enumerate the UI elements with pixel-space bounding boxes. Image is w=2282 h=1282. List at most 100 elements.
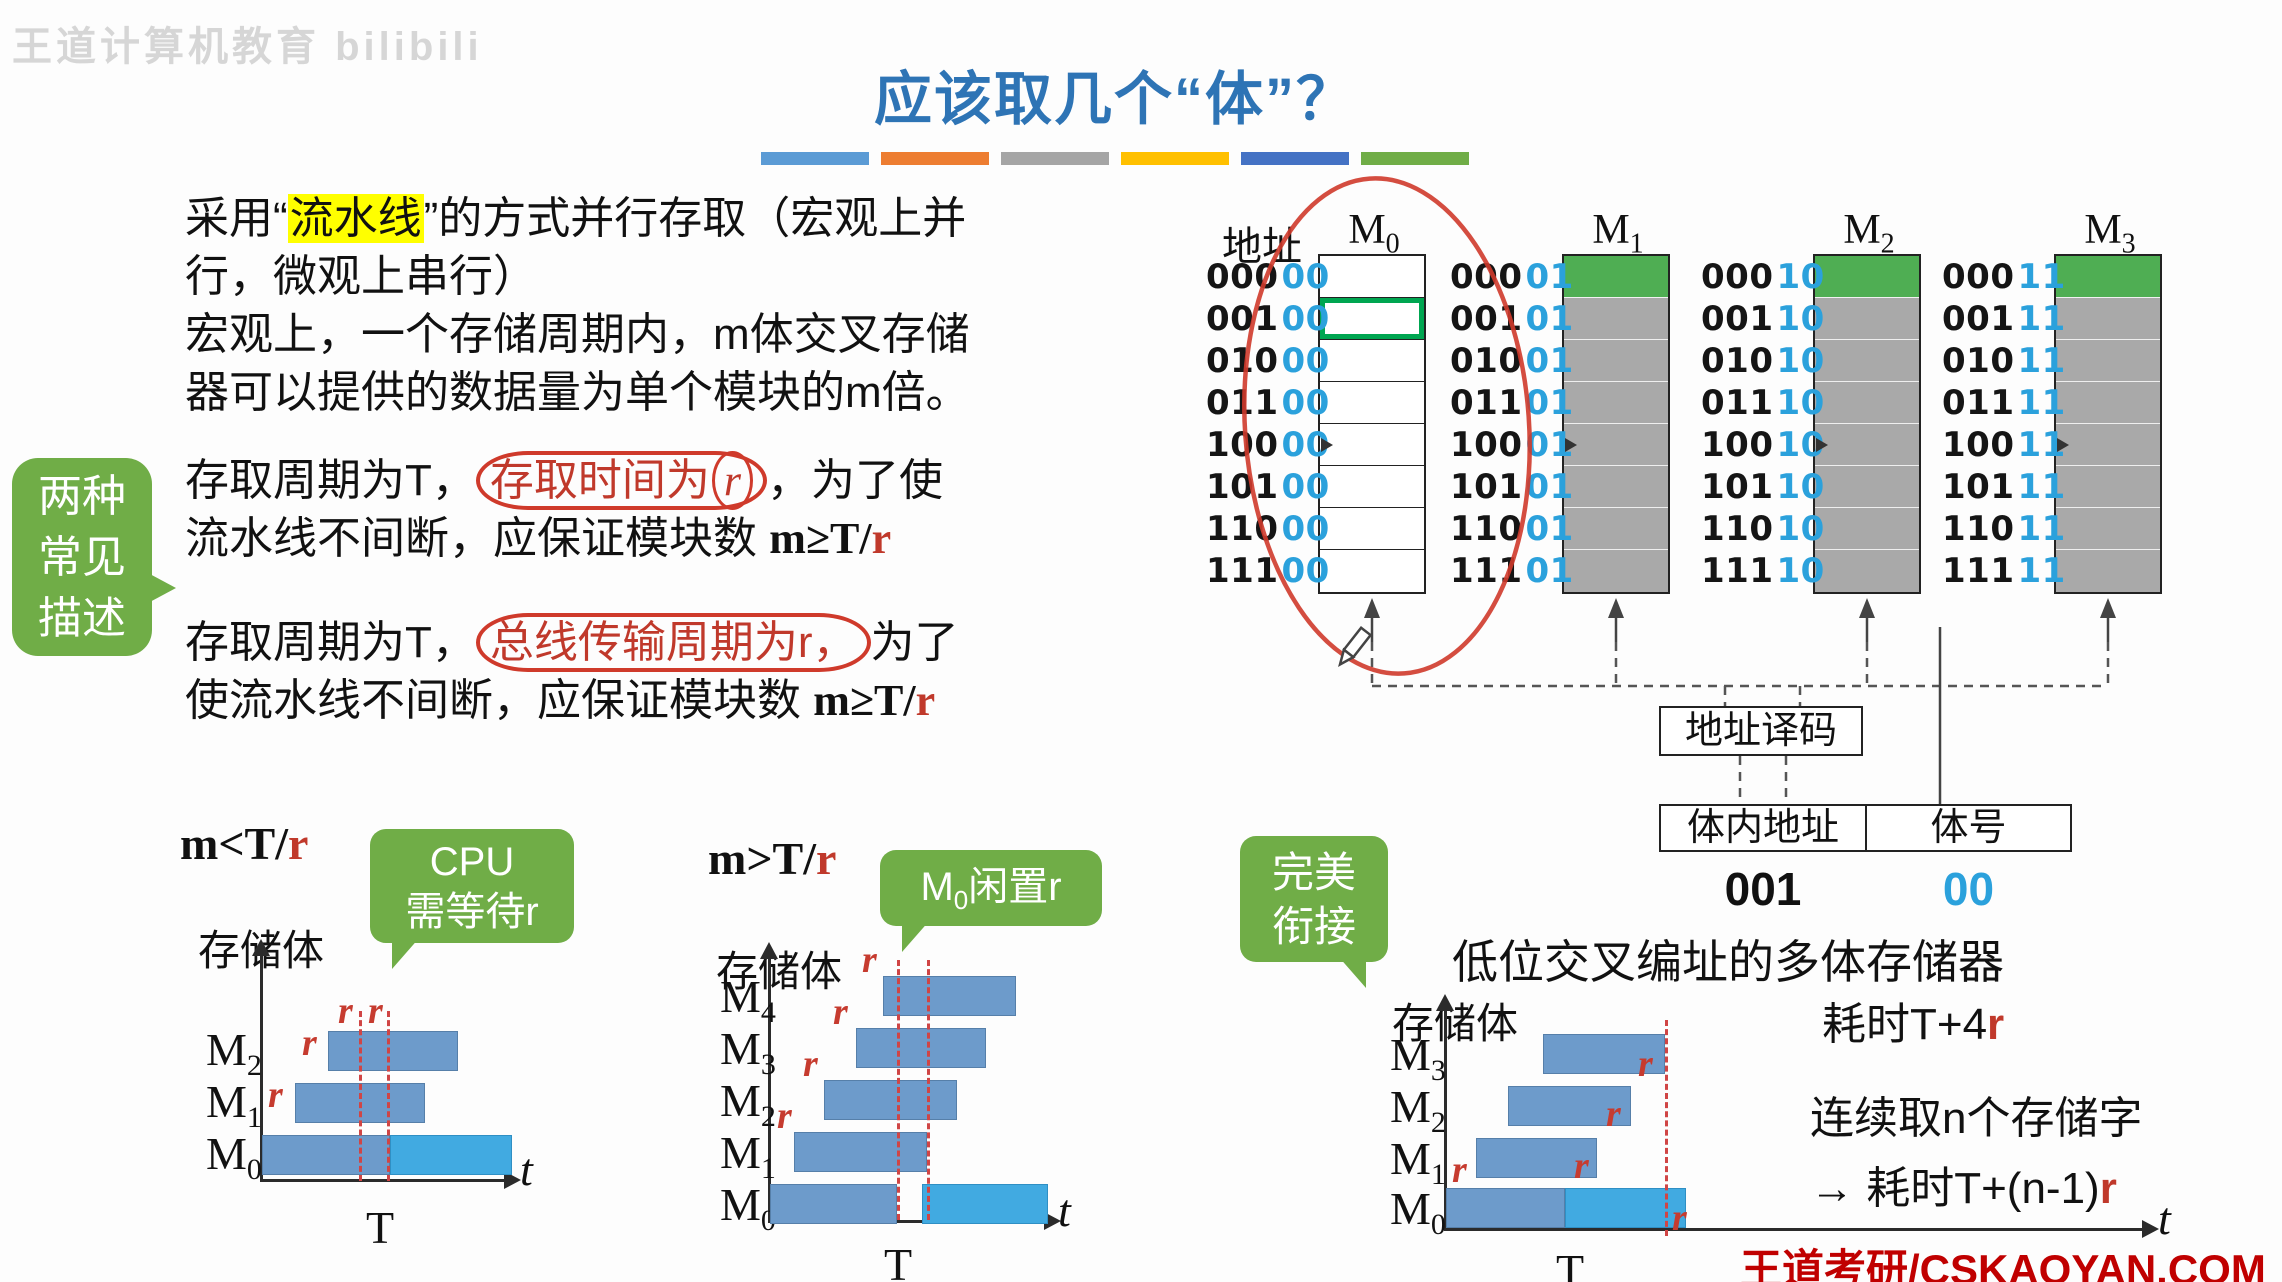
desc2-r: r (915, 676, 936, 725)
bar-m0-next (922, 1184, 1048, 1224)
x-axis-arrowhead (2142, 1220, 2159, 1238)
cell-M3-row2 (2056, 340, 2160, 382)
row-label-m0: M0 (206, 1127, 262, 1187)
bar-m0 (770, 1184, 897, 1224)
r-label: r (862, 939, 877, 981)
address-00011: 00011 (1942, 257, 2066, 297)
address-10000: 10000 (1206, 424, 1333, 466)
divider-segment (1001, 152, 1109, 165)
address-00010: 00010 (1701, 257, 1825, 297)
note-total-time: 耗时T+4r (1822, 988, 2004, 1052)
bubble-line: 描述 (38, 594, 126, 643)
row-name: M (720, 1023, 761, 1074)
T-label: T (366, 1202, 395, 1253)
y-axis-label: 存储体 (716, 948, 843, 995)
address-01111: 01111 (1942, 383, 2066, 423)
row-sub: 2 (246, 1049, 262, 1083)
cell-M0-row0 (1320, 256, 1424, 298)
bar-m0 (262, 1135, 390, 1175)
row-sub: 0 (1430, 1208, 1446, 1242)
speech-bubble-cpu-wait: CPU 需等待r (370, 829, 574, 969)
condition-label: m<T/r (180, 817, 308, 870)
divider-segment (1241, 152, 1349, 165)
bank-label: M1 (1592, 207, 1644, 260)
t-axis-label: t (1058, 1185, 1071, 1236)
r-label: r (302, 1022, 317, 1064)
divider-segment (1361, 152, 1469, 165)
T-label: T (884, 1239, 913, 1282)
row-name: M (1390, 1133, 1431, 1184)
cell-M1-row7 (1564, 550, 1668, 592)
r-label: r (1672, 1197, 1687, 1239)
r-label: r (338, 990, 353, 1032)
bar-m0-next (390, 1135, 512, 1175)
cell-M2-row5 (1815, 466, 1919, 508)
row-sub: 1 (760, 1152, 776, 1186)
address-11000: 11000 (1206, 509, 1330, 549)
bar-m3 (1543, 1034, 1665, 1074)
row-sub: 0 (246, 1153, 262, 1187)
row-label-m0: M0 (1390, 1182, 1446, 1242)
y-axis-arrowhead (252, 939, 270, 956)
row-name: M (1390, 1029, 1431, 1080)
bar-m2 (328, 1031, 458, 1071)
bank-table-M1 (1562, 254, 1670, 594)
timing-chart-perfect: 完美 衔接 存储体 t M3 M2 M1 M0 r r r r r T 耗时T+… (1230, 820, 2200, 1282)
address-00000: 00000 (1206, 257, 1330, 297)
address-register: 体内地址 体号 (1659, 804, 2072, 852)
cell-M1-row3 (1564, 382, 1668, 424)
row-label-m3: M3 (720, 1022, 776, 1082)
t-axis-label: t (2158, 1193, 2171, 1244)
y-axis-arrowhead (760, 942, 778, 959)
address-11011: 11011 (1942, 509, 2066, 549)
bubble-text: 闲置r (968, 865, 1062, 909)
T-label: T (1556, 1245, 1585, 1282)
address-01101: 01101 (1450, 383, 1574, 423)
address-11110: 11110 (1701, 551, 1825, 591)
divider-segment (761, 152, 869, 165)
address-01011: 01011 (1942, 341, 2066, 381)
row-name: M (206, 1024, 247, 1075)
bar-m3 (856, 1028, 986, 1068)
cell-M2-row2 (1815, 340, 1919, 382)
cell-M1-row6 (1564, 508, 1668, 550)
row-name: M (1390, 1183, 1431, 1234)
cell-M1-row1 (1564, 298, 1668, 340)
divider-segment (881, 152, 989, 165)
cell-M0-row2 (1320, 340, 1424, 382)
r-label: r (803, 1043, 818, 1085)
row-label-m2: M2 (720, 1074, 776, 1134)
note-text: → 耗时T+(n-1) (1810, 1164, 2100, 1213)
cell-M3-row6 (2056, 508, 2160, 550)
speech-bubble-two-descriptions: 两种 常见 描述 (12, 458, 176, 656)
x-axis (260, 1179, 506, 1182)
address-01100: 01100 (1206, 383, 1330, 423)
bar-m2 (1508, 1086, 1631, 1126)
bank-table-M2 (1813, 254, 1921, 594)
highlight-pipeline: 流水线 (287, 194, 424, 243)
condition-text: m<T/ (180, 818, 288, 869)
desc2-formula: m≥T/ (813, 676, 916, 725)
cell-M2-row7 (1815, 550, 1919, 592)
intro-paragraph: 采用“流水线”的方式并行存取（宏观上并行，微观上串行） 宏观上，一个存储周期内，… (185, 190, 985, 422)
description-2: 存取周期为T，总线传输周期为r，为了使流水线不间断，应保证模块数 m≥T/r (185, 613, 985, 730)
dashed-line (387, 1011, 390, 1181)
bubble-line: 衔接 (1271, 903, 1356, 950)
bubble-tail (392, 937, 420, 969)
bubble-sub: 0 (953, 885, 969, 915)
bubble-line: 两种 (38, 472, 126, 521)
address-10111: 10111 (1942, 467, 2066, 507)
y-axis (1444, 1010, 1447, 1228)
cell-M2-row0 (1815, 256, 1919, 298)
row-name: M (720, 1075, 761, 1126)
note-r: r (1987, 1000, 2005, 1049)
cell-M0-row3 (1320, 382, 1424, 424)
condition-r: r (816, 833, 837, 884)
intro-line2: 宏观上，一个存储周期内，m体交叉存储器可以提供的数据量为单个模块的m倍。 (185, 310, 970, 417)
r-label: r (833, 991, 848, 1033)
bar-m2 (824, 1080, 957, 1120)
circled-r: r (711, 451, 754, 510)
